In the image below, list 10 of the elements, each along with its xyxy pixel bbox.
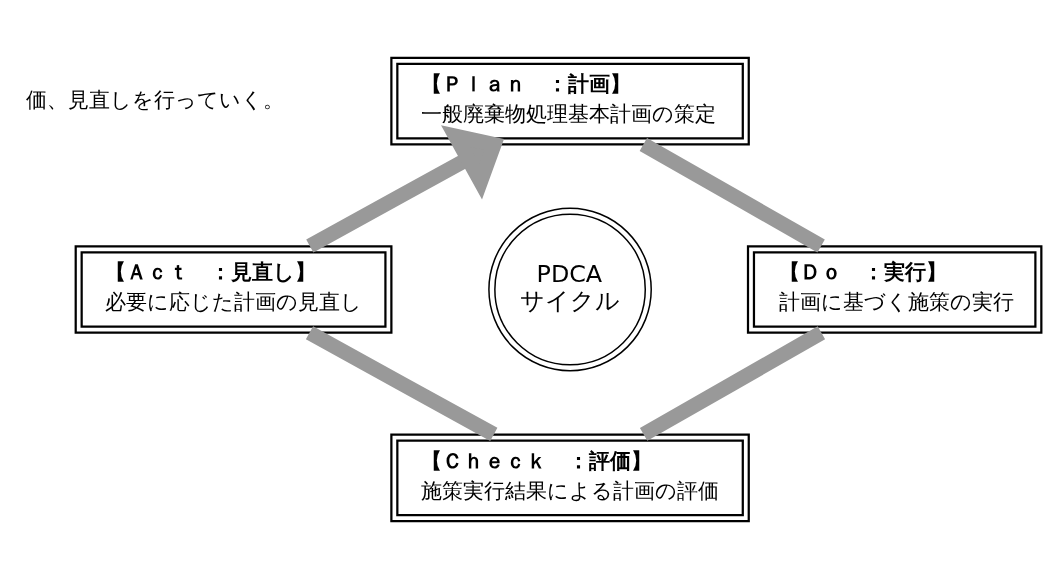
arrow (306, 124, 505, 253)
connector (639, 325, 826, 441)
connector (639, 137, 825, 252)
node-circle: PDCA サイクル (488, 207, 652, 371)
node-box: 【Ｃｈｅｃｋ ：評価】 施策実行結果による計画の評価 (390, 433, 750, 522)
label: 価、見直しを行っていく。 (25, 87, 284, 112)
node-box: 【Ｐｌａｎ ：計画】 一般廃棄物処理基本計画の策定 (390, 56, 750, 145)
connector (305, 325, 498, 441)
node-box: 【Ａｃｔ ：見直し】 必要に応じた計画の見直し (74, 244, 393, 334)
node-box: 【Ｄｏ ：実行】 計画に基づく施策の実行 (746, 244, 1043, 334)
